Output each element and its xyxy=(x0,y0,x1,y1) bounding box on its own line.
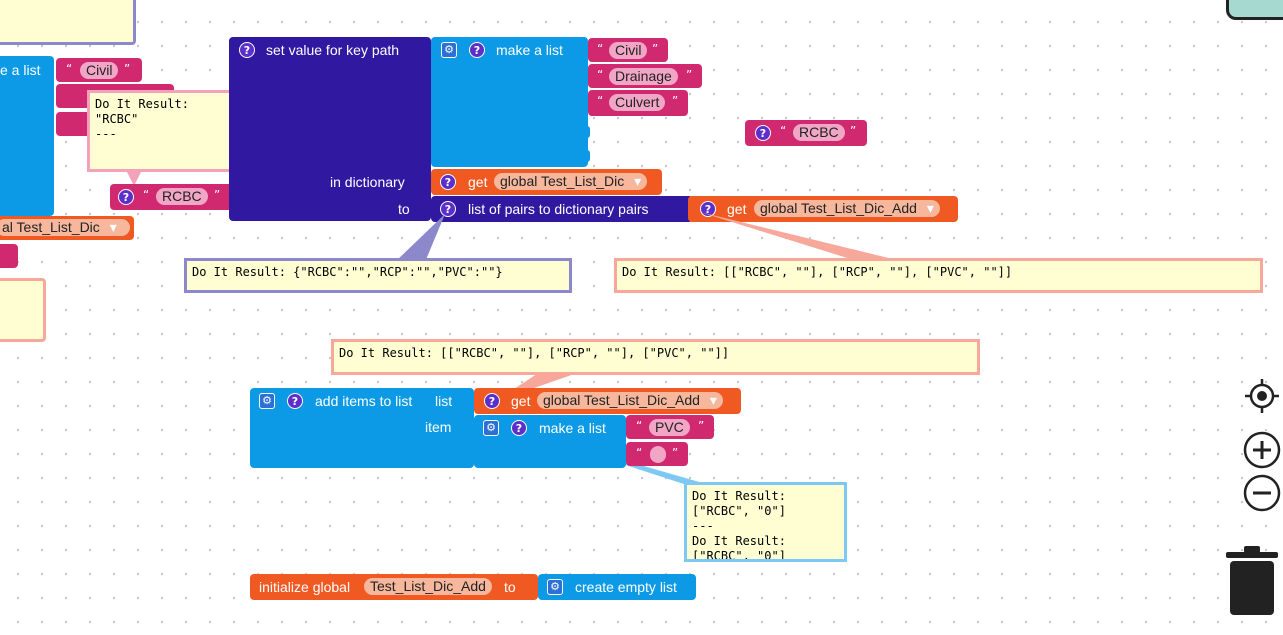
help-icon[interactable]: ? xyxy=(440,201,456,217)
gear-icon[interactable]: ⚙ xyxy=(441,42,457,58)
open-quote-icon: “ xyxy=(636,419,643,433)
tail-set-value xyxy=(395,214,445,262)
open-quote-icon: “ xyxy=(66,62,73,76)
backpack-icon[interactable] xyxy=(1226,0,1283,20)
global-name-field[interactable]: Test_List_Dic_Add xyxy=(364,578,492,595)
help-icon[interactable]: ? xyxy=(755,125,771,141)
open-quote-icon: “ xyxy=(597,94,604,108)
make-list-block-top[interactable] xyxy=(431,37,588,167)
open-quote-icon: “ xyxy=(597,68,604,82)
tail-get-add xyxy=(700,212,905,262)
dropdown-arrow-icon: ▾ xyxy=(709,392,717,408)
to-label: to xyxy=(398,201,410,217)
variable-dropdown[interactable]: global Test_List_Dic ▾ xyxy=(494,173,648,190)
text-value-pvc[interactable]: PVC xyxy=(649,419,690,436)
close-quote-icon: ” xyxy=(672,94,679,108)
help-icon[interactable]: ? xyxy=(118,189,134,205)
list-socket xyxy=(582,126,590,138)
trash-icon[interactable] xyxy=(1224,544,1280,616)
zoom-out-icon[interactable] xyxy=(1242,473,1282,513)
in-dictionary-label: in dictionary xyxy=(330,174,405,190)
get-label: get xyxy=(511,393,531,409)
set-value-label: set value for key path xyxy=(266,42,400,58)
text-value-civil[interactable]: Civil xyxy=(609,42,648,59)
text-block-partial-4[interactable] xyxy=(0,244,18,268)
zoom-in-icon[interactable] xyxy=(1242,430,1282,470)
close-quote-icon: ” xyxy=(672,446,679,460)
help-icon[interactable]: ? xyxy=(484,393,500,409)
variable-dropdown[interactable]: global Test_List_Dic_Add ▾ xyxy=(537,392,723,409)
dropdown-arrow-icon: ▾ xyxy=(926,200,934,216)
recenter-icon[interactable] xyxy=(1244,378,1280,414)
text-value-civil-partial[interactable]: Civil xyxy=(80,62,119,79)
variable-name: global Test_List_Dic xyxy=(500,173,625,189)
close-quote-icon: ” xyxy=(698,419,705,433)
close-quote-icon: ” xyxy=(124,62,131,76)
text-value-rcbc-right[interactable]: RCBC xyxy=(793,124,845,141)
text-value-culvert[interactable]: Culvert xyxy=(609,94,666,111)
variable-name: global Test_List_Dic_Add xyxy=(543,392,700,408)
text-value-rcbc-left[interactable]: RCBC xyxy=(156,188,208,205)
add-items-label: add items to list xyxy=(315,393,413,409)
gear-icon[interactable]: ⚙ xyxy=(483,420,499,436)
do-it-result-bubble-add-items: Do It Result: [["RCBC", ""], ["RCP", ""]… xyxy=(331,339,980,375)
initialize-global-label: initialize global xyxy=(259,579,351,595)
variable-name: global Test_List_Dic_Add xyxy=(760,200,917,216)
list-label: list xyxy=(435,393,453,409)
gear-icon[interactable]: ⚙ xyxy=(547,579,563,595)
close-quote-icon: ” xyxy=(652,42,659,56)
var-dropdown-partial[interactable]: al Test_List_Dic ▾ xyxy=(0,219,130,236)
text-value-drainage[interactable]: Drainage xyxy=(609,68,678,85)
make-list-block-partial[interactable] xyxy=(0,56,54,216)
do-it-result-bubble-get-add: Do It Result: [["RCBC", ""], ["RCP", ""]… xyxy=(614,258,1263,293)
create-empty-list-label: create empty list xyxy=(575,579,677,595)
help-icon[interactable]: ? xyxy=(287,393,303,409)
set-value-for-key-path-block[interactable] xyxy=(229,37,431,221)
list-of-pairs-to-dictionary-block[interactable] xyxy=(431,196,693,222)
text-value-empty[interactable] xyxy=(650,446,666,463)
help-icon[interactable]: ? xyxy=(440,174,456,190)
help-icon[interactable]: ? xyxy=(469,42,485,58)
do-it-result-bubble-make-list: Do It Result: ["RCBC", "0"] --- Do It Re… xyxy=(684,482,847,562)
gear-icon[interactable]: ⚙ xyxy=(259,393,275,409)
to-label: to xyxy=(504,579,516,595)
dropdown-arrow-icon: ▾ xyxy=(109,219,117,235)
var-name-partial: al Test_List_Dic xyxy=(2,219,100,235)
close-quote-icon: ” xyxy=(686,68,693,82)
do-it-result-bubble-set-value: Do It Result: {"RCBC":"","RCP":"","PVC":… xyxy=(184,258,572,293)
get-label: get xyxy=(468,174,488,190)
create-empty-list-block[interactable] xyxy=(538,574,696,600)
comment-bubble-partial-2 xyxy=(0,278,46,342)
make-list-label-partial: e a list xyxy=(0,62,41,78)
comment-bubble-partial xyxy=(0,0,136,45)
make-list-label: make a list xyxy=(496,42,563,58)
item-label: item xyxy=(425,419,452,435)
pairs-to-dict-label: list of pairs to dictionary pairs xyxy=(468,201,649,217)
open-quote-icon: “ xyxy=(636,446,643,460)
bubble-tail xyxy=(126,170,142,186)
dropdown-arrow-icon: ▾ xyxy=(634,173,642,189)
variable-dropdown[interactable]: global Test_List_Dic_Add ▾ xyxy=(754,200,940,217)
open-quote-icon: “ xyxy=(143,188,150,202)
make-list-label: make a list xyxy=(539,420,606,436)
do-it-result-bubble-rcbc-left: Do It Result: "RCBC" --- xyxy=(87,90,251,172)
help-icon[interactable]: ? xyxy=(239,42,255,58)
open-quote-icon: “ xyxy=(780,124,787,138)
close-quote-icon: ” xyxy=(214,188,221,202)
list-socket xyxy=(582,150,590,162)
help-icon[interactable]: ? xyxy=(511,420,527,436)
make-list-block-bottom[interactable] xyxy=(474,415,626,468)
open-quote-icon: “ xyxy=(597,42,604,56)
get-label: get xyxy=(727,201,747,217)
close-quote-icon: ” xyxy=(850,124,857,138)
